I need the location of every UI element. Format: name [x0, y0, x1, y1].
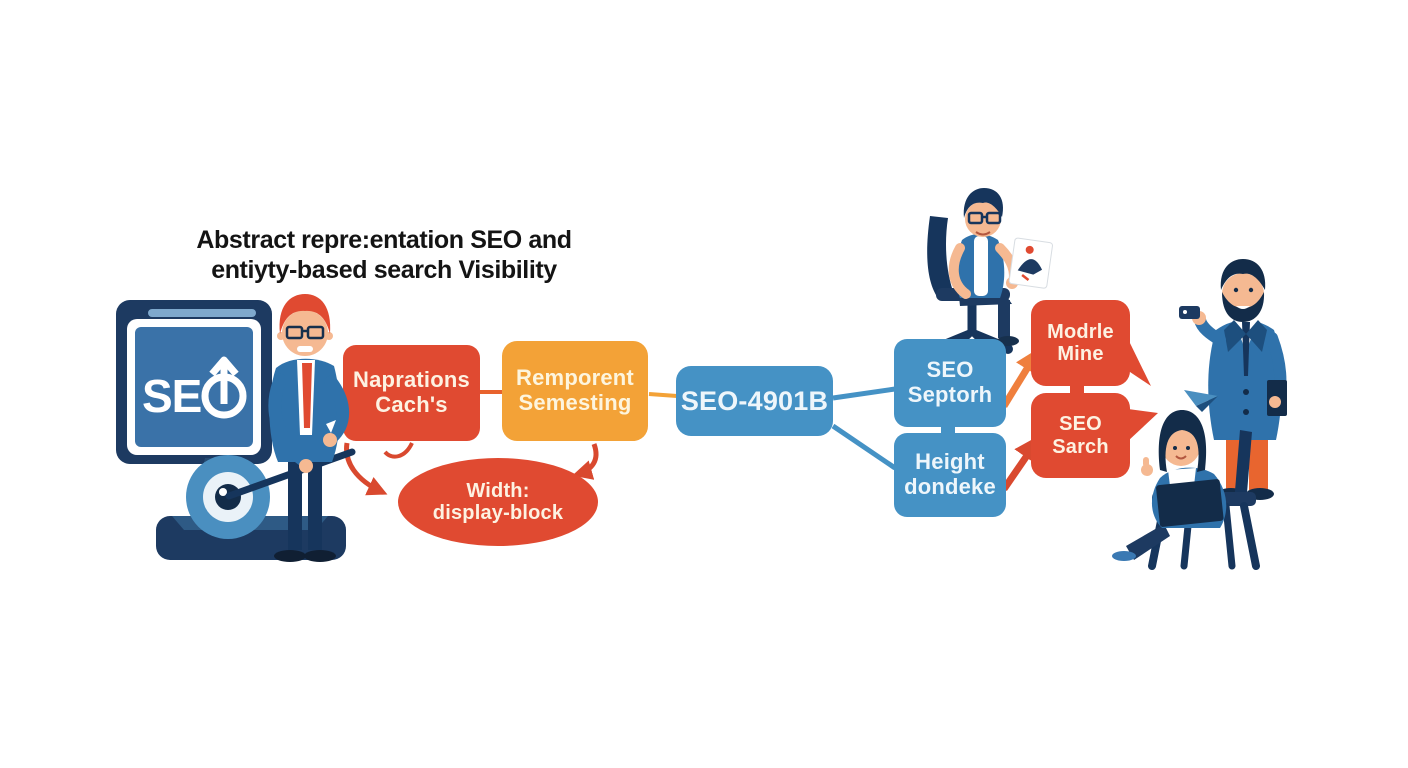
seo-o-power-glyph — [201, 373, 247, 419]
title-line-2: entiyty-based search Visibility — [211, 255, 557, 284]
woman-blazer — [1151, 467, 1227, 528]
seo-monitor-with-target: SE — [116, 300, 356, 560]
edge-seo4901b-septorh — [832, 386, 896, 401]
marketer-jacket — [1208, 320, 1282, 440]
node-modrle-mine: Modrle Mine — [1031, 300, 1130, 386]
target-wheel — [186, 455, 270, 539]
chair-back — [1234, 430, 1252, 505]
node-remporent-semesting: Remporent Semesting — [502, 341, 648, 441]
monitor-screen-label: SE — [142, 370, 201, 422]
phone-camera — [1179, 306, 1200, 319]
marketer-tie — [1242, 322, 1250, 376]
curl-under-naprations — [383, 442, 414, 459]
arrow-remporent-to-ellipse — [572, 443, 599, 480]
node-seo-septorh: SEO Septorh — [894, 339, 1006, 427]
monitor-screen — [135, 327, 253, 447]
title-line-1: Abstract repre:entation SEO and — [196, 226, 572, 254]
arrow-naprations-to-ellipse — [344, 442, 388, 496]
node-seo-sarch: SEO Sarch — [1031, 393, 1130, 478]
paper-plane — [1184, 390, 1218, 412]
node-height-dondeke: Height dondeke — [894, 433, 1006, 517]
laptop — [1156, 479, 1224, 527]
monitor-base — [156, 516, 346, 560]
node-naprations-cachs: Naprations Cach's — [343, 345, 480, 441]
presenter-man — [268, 294, 350, 562]
report-paper — [1008, 237, 1053, 289]
page-title: Abstract repre:entation SEO and entiyty-… — [183, 226, 585, 285]
standing-marketer-man — [1179, 259, 1287, 500]
office-chair-seat — [936, 288, 1010, 301]
edge-remporent-seo4901b — [648, 392, 678, 398]
notebook — [1267, 380, 1287, 416]
presenter-jacket — [269, 358, 340, 462]
woman-head — [1162, 428, 1200, 466]
office-chair-back — [927, 216, 954, 298]
presenter-head — [282, 310, 328, 356]
seo-sarch-bubble-tail — [1128, 409, 1158, 441]
presenter-red-hair — [279, 294, 331, 334]
presenter-glasses — [285, 325, 304, 340]
analyst-glasses — [967, 211, 984, 225]
node-width-display-block: Width: display-block — [398, 458, 598, 546]
modrle-mine-bubble-tail — [1127, 337, 1151, 386]
pointer-stick — [225, 448, 356, 500]
seated-woman-with-laptop — [1112, 410, 1260, 570]
node-seo-4901b: SEO-4901B — [676, 366, 833, 436]
analyst-head — [965, 201, 1001, 237]
edge-seo4901b-dondeke — [831, 423, 897, 471]
woman-bob-hair — [1158, 410, 1207, 472]
marketer-head — [1222, 273, 1264, 315]
presenter-tie — [302, 363, 312, 428]
chair-seat — [1152, 492, 1256, 506]
marketer-beard — [1222, 292, 1265, 322]
